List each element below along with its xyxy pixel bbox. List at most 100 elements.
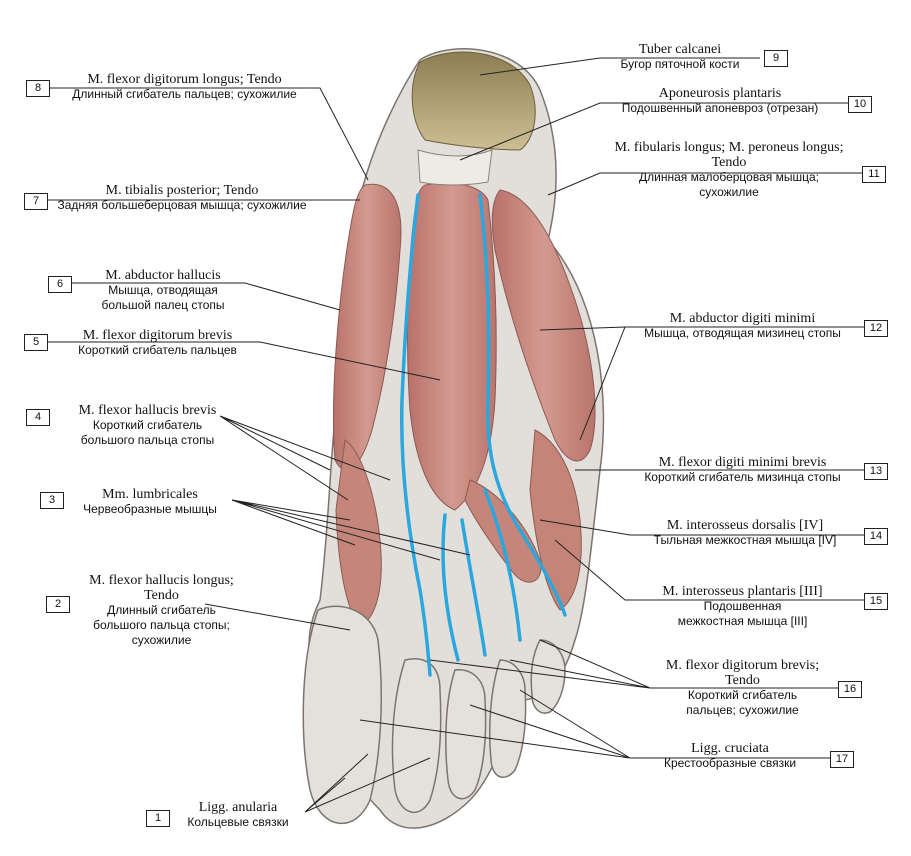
label-11-number: 11 xyxy=(862,166,886,183)
tendon-sheath-4 xyxy=(483,488,522,642)
label-14-latin: M. interosseus dorsalis [IV] xyxy=(666,518,824,533)
label-2: M. flexor hallucis longus;Tendo Длинный … xyxy=(74,573,249,648)
leader-4 xyxy=(219,415,391,501)
label-15-latin: M. interosseus plantaris [III] xyxy=(662,584,823,599)
leader-10 xyxy=(459,102,850,161)
label-14-russian: Тыльная межкостная мышца [IV] xyxy=(653,533,837,547)
label-12-number: 12 xyxy=(864,320,888,337)
label-1: Ligg. anularia Кольцевые связки xyxy=(168,800,308,830)
label-1-number: 1 xyxy=(146,810,170,827)
label-2-number: 2 xyxy=(46,596,70,613)
label-13: M. flexor digiti minimi brevis Короткий … xyxy=(625,455,860,485)
leader-3 xyxy=(231,499,471,561)
label-3-russian: Червеобразные мышцы xyxy=(83,502,217,516)
tendon-sheaths xyxy=(400,193,567,677)
leader-11 xyxy=(547,172,862,196)
label-12-latin: M. abductor digiti minimi xyxy=(669,311,816,326)
leader-lines xyxy=(46,57,865,813)
leader-16 xyxy=(429,639,840,689)
label-15: M. interosseus plantaris [III] Подошвенн… xyxy=(625,584,860,629)
leader-1 xyxy=(304,753,431,813)
label-16-number: 16 xyxy=(838,681,862,698)
label-8-russian: Длинный сгибатель пальцев; сухожилие xyxy=(72,87,297,101)
leader-9 xyxy=(479,57,760,76)
label-7-number: 7 xyxy=(24,193,48,210)
leader-14 xyxy=(539,519,865,536)
toe-third xyxy=(445,669,487,800)
tendon-sheath-lateral xyxy=(478,193,567,617)
label-3: Mm. lumbricales Червеобразные мышцы xyxy=(70,487,230,517)
tendon-sheath-2 xyxy=(441,513,460,662)
tendon-sheath-medial xyxy=(400,193,432,677)
label-13-number: 13 xyxy=(864,463,888,480)
label-9-number: 9 xyxy=(764,50,788,67)
label-8: M. flexor digitorum longus; Tendo Длинны… xyxy=(52,72,317,102)
label-17: Ligg. cruciata Крестообразные связки xyxy=(630,741,830,771)
leader-5 xyxy=(46,341,441,381)
label-10: Aponeurosis plantaris Подошвенный апонев… xyxy=(600,86,840,116)
label-10-russian: Подошвенный апоневроз (отрезан) xyxy=(621,101,819,115)
label-8-latin: M. flexor digitorum longus; Tendo xyxy=(87,72,282,87)
label-6-number: 6 xyxy=(48,276,72,293)
label-9: Tuber calcanei Бугор пяточной кости xyxy=(600,42,760,72)
label-3-number: 3 xyxy=(40,492,64,509)
label-5-number: 5 xyxy=(24,334,48,351)
tendon-sheath-3 xyxy=(460,518,487,657)
label-14: M. interosseus dorsalis [IV] Тыльная меж… xyxy=(630,518,860,548)
label-6-latin: M. abductor hallucis xyxy=(105,268,221,283)
label-3-latin: Mm. lumbricales xyxy=(102,487,198,502)
plantar-aponeurosis-cut xyxy=(417,149,493,186)
toe-fifth xyxy=(530,639,566,714)
label-16: M. flexor digitorum brevis;Tendo Коротки… xyxy=(650,658,835,718)
label-7: M. tibialis posterior; Tendo Задняя боль… xyxy=(52,183,312,213)
label-10-number: 10 xyxy=(848,96,872,113)
label-4: M. flexor hallucis brevis Короткий сгиба… xyxy=(60,403,235,448)
leader-2 xyxy=(204,603,351,631)
label-17-number: 17 xyxy=(830,751,854,768)
label-14-number: 14 xyxy=(864,528,888,545)
label-5-latin: M. flexor digitorum brevis xyxy=(82,328,233,343)
label-16-latin: M. flexor digitorum brevis;Tendo xyxy=(665,658,820,688)
label-7-latin: M. tibialis posterior; Tendo xyxy=(105,183,259,198)
label-11-russian: Длинная малоберцовая мышца;сухожилие xyxy=(639,170,819,199)
abductor-digiti-minimi-muscle xyxy=(491,189,596,462)
label-2-latin: M. flexor hallucis longus;Tendo xyxy=(89,573,234,603)
label-12: M. abductor digiti minimi Мышца, отводящ… xyxy=(625,311,860,341)
toe-fourth xyxy=(488,659,527,779)
label-10-latin: Aponeurosis plantaris xyxy=(658,86,782,101)
label-11: M. fibularis longus; M. peroneus longus;… xyxy=(598,140,860,200)
leader-17 xyxy=(359,689,832,759)
leader-8 xyxy=(46,87,369,181)
label-8-number: 8 xyxy=(26,80,50,97)
label-17-russian: Крестообразные связки xyxy=(663,756,797,770)
label-11-latin: M. fibularis longus; M. peroneus longus;… xyxy=(614,140,844,170)
label-17-latin: Ligg. cruciata xyxy=(691,741,769,756)
leader-15 xyxy=(554,539,865,601)
toe-second xyxy=(391,658,442,814)
label-7-russian: Задняя большеберцовая мышца; сухожилие xyxy=(57,198,307,212)
leader-12 xyxy=(539,326,865,441)
label-1-russian: Кольцевые связки xyxy=(187,815,289,829)
calcaneal-tuber xyxy=(411,51,536,151)
toe-hallux xyxy=(302,605,383,825)
leader-6 xyxy=(70,282,341,311)
label-4-number: 4 xyxy=(26,409,50,426)
label-12-russian: Мышца, отводящая мизинец стопы xyxy=(644,326,841,340)
label-5: M. flexor digitorum brevis Короткий сгиб… xyxy=(50,328,265,358)
label-13-russian: Короткий сгибатель мизинца стопы xyxy=(644,470,841,484)
label-9-russian: Бугор пяточной кости xyxy=(620,57,740,71)
label-1-latin: Ligg. anularia xyxy=(198,800,278,815)
label-13-latin: M. flexor digiti minimi brevis xyxy=(658,455,827,470)
label-9-latin: Tuber calcanei xyxy=(638,42,722,57)
flexor-hallucis-brevis-muscle xyxy=(335,439,382,626)
label-15-number: 15 xyxy=(864,593,888,610)
label-4-latin: M. flexor hallucis brevis xyxy=(78,403,217,418)
